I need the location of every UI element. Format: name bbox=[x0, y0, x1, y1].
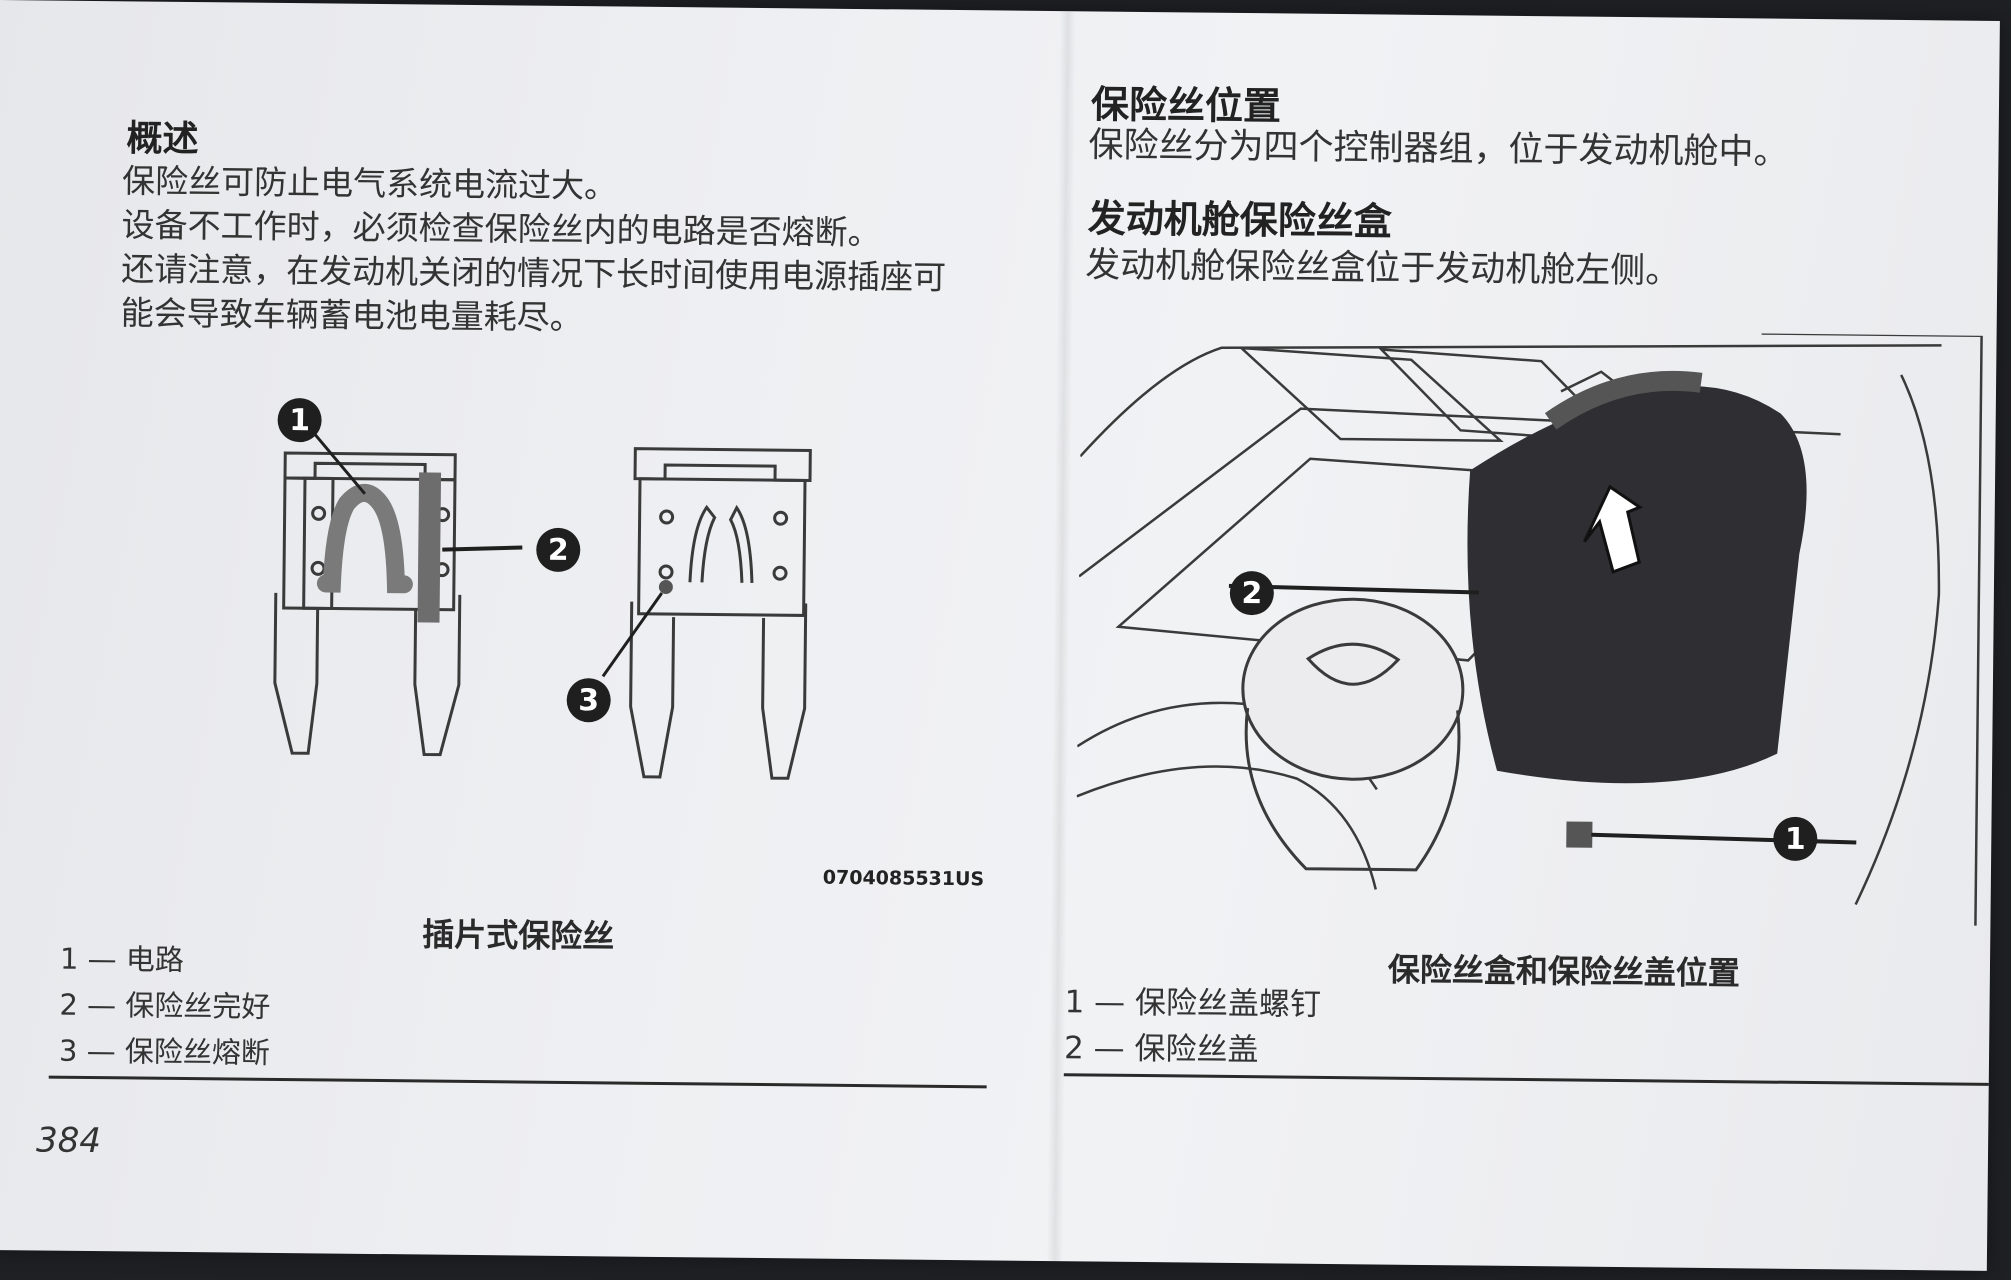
legend-screw: 1 — 保险丝盖螺钉 bbox=[1064, 984, 1322, 1023]
callout-1-screw: 1 bbox=[1773, 816, 1818, 862]
callout-1-fuse: 1 bbox=[277, 397, 322, 443]
right-bottom-rule bbox=[1063, 1073, 1989, 1086]
blown-point bbox=[658, 580, 673, 595]
bay-outline-top bbox=[1079, 344, 1942, 458]
fuse-prong-blown-left bbox=[629, 601, 676, 779]
cover-tray bbox=[1237, 346, 1504, 443]
washer-symbol bbox=[1305, 642, 1401, 686]
leader-line-3 bbox=[601, 592, 664, 678]
left-legend: 1 — 电路 2 — 保险丝完好 3 — 保险丝熔断 bbox=[59, 936, 271, 1076]
right-figure-caption: 保险丝盒和保险丝盖位置 bbox=[1387, 950, 1741, 993]
overview-line-4: 能会导致车辆蓄电池电量耗尽。 bbox=[120, 293, 583, 338]
page-number: 384 bbox=[35, 1120, 102, 1162]
engine-bay-illustration bbox=[1076, 332, 1983, 926]
fuse-box-cover bbox=[1467, 386, 1807, 784]
blown-circuit-left bbox=[688, 504, 717, 583]
callout-3-fuse: 3 bbox=[566, 677, 611, 723]
legend-cover: 2 — 保险丝盖 bbox=[1063, 1030, 1259, 1069]
fuse-prong-right bbox=[413, 594, 462, 757]
washer-neck bbox=[1244, 707, 1461, 872]
legend-item-2: 2 — 保险丝完好 bbox=[59, 987, 271, 1024]
left-figure-caption: 插片式保险丝 bbox=[422, 915, 615, 956]
fender-line bbox=[1854, 374, 1941, 906]
leader-line-2 bbox=[442, 545, 523, 552]
figure-code: 0704085531US bbox=[822, 866, 985, 891]
washer-cap bbox=[1241, 597, 1465, 781]
fuse-location-heading: 保险丝位置 bbox=[1090, 81, 1282, 129]
callout-2-fuse: 2 bbox=[536, 527, 581, 573]
overview-text: 保险丝可防止电气系统电流过大。 设备不工作时，必须检查保险丝内的电路是否熔断。 … bbox=[120, 159, 947, 344]
hose-2 bbox=[1076, 765, 1377, 890]
callout-2-cover: 2 bbox=[1229, 570, 1275, 616]
right-legend: 1 — 保险丝盖螺钉 2 — 保险丝盖 bbox=[1064, 979, 1321, 1074]
legend-item-3: 3 — 保险丝熔断 bbox=[58, 1033, 271, 1070]
fuse-prong-blown-right bbox=[761, 603, 808, 780]
blown-circuit-right bbox=[728, 504, 754, 583]
fuse-body-intact bbox=[282, 476, 457, 612]
fuse-body-blown bbox=[637, 477, 807, 617]
fuse-top-blown bbox=[633, 447, 812, 483]
fuse-prong-left bbox=[273, 592, 320, 755]
up-arrow-icon bbox=[1583, 484, 1643, 574]
legend-item-1: 1 — 电路 bbox=[59, 941, 185, 977]
blade-fuse-illustration bbox=[273, 422, 812, 780]
fuse-location-text: 保险丝分为四个控制器组，位于发动机舱中。 bbox=[1088, 125, 1789, 173]
bay-wall bbox=[1761, 332, 1983, 926]
left-bottom-rule bbox=[48, 1075, 987, 1089]
engine-fusebox-heading: 发动机舱保险丝盒 bbox=[1087, 195, 1393, 244]
fuse-element-intact bbox=[417, 472, 442, 623]
overview-heading: 概述 bbox=[126, 117, 199, 161]
cover-highlight bbox=[1544, 370, 1703, 430]
fuse-circuit-path bbox=[316, 483, 413, 594]
engine-fusebox-text: 发动机舱保险丝盒位于发动机舱左侧。 bbox=[1085, 245, 1681, 292]
fuse-cover-screw bbox=[1566, 821, 1593, 848]
